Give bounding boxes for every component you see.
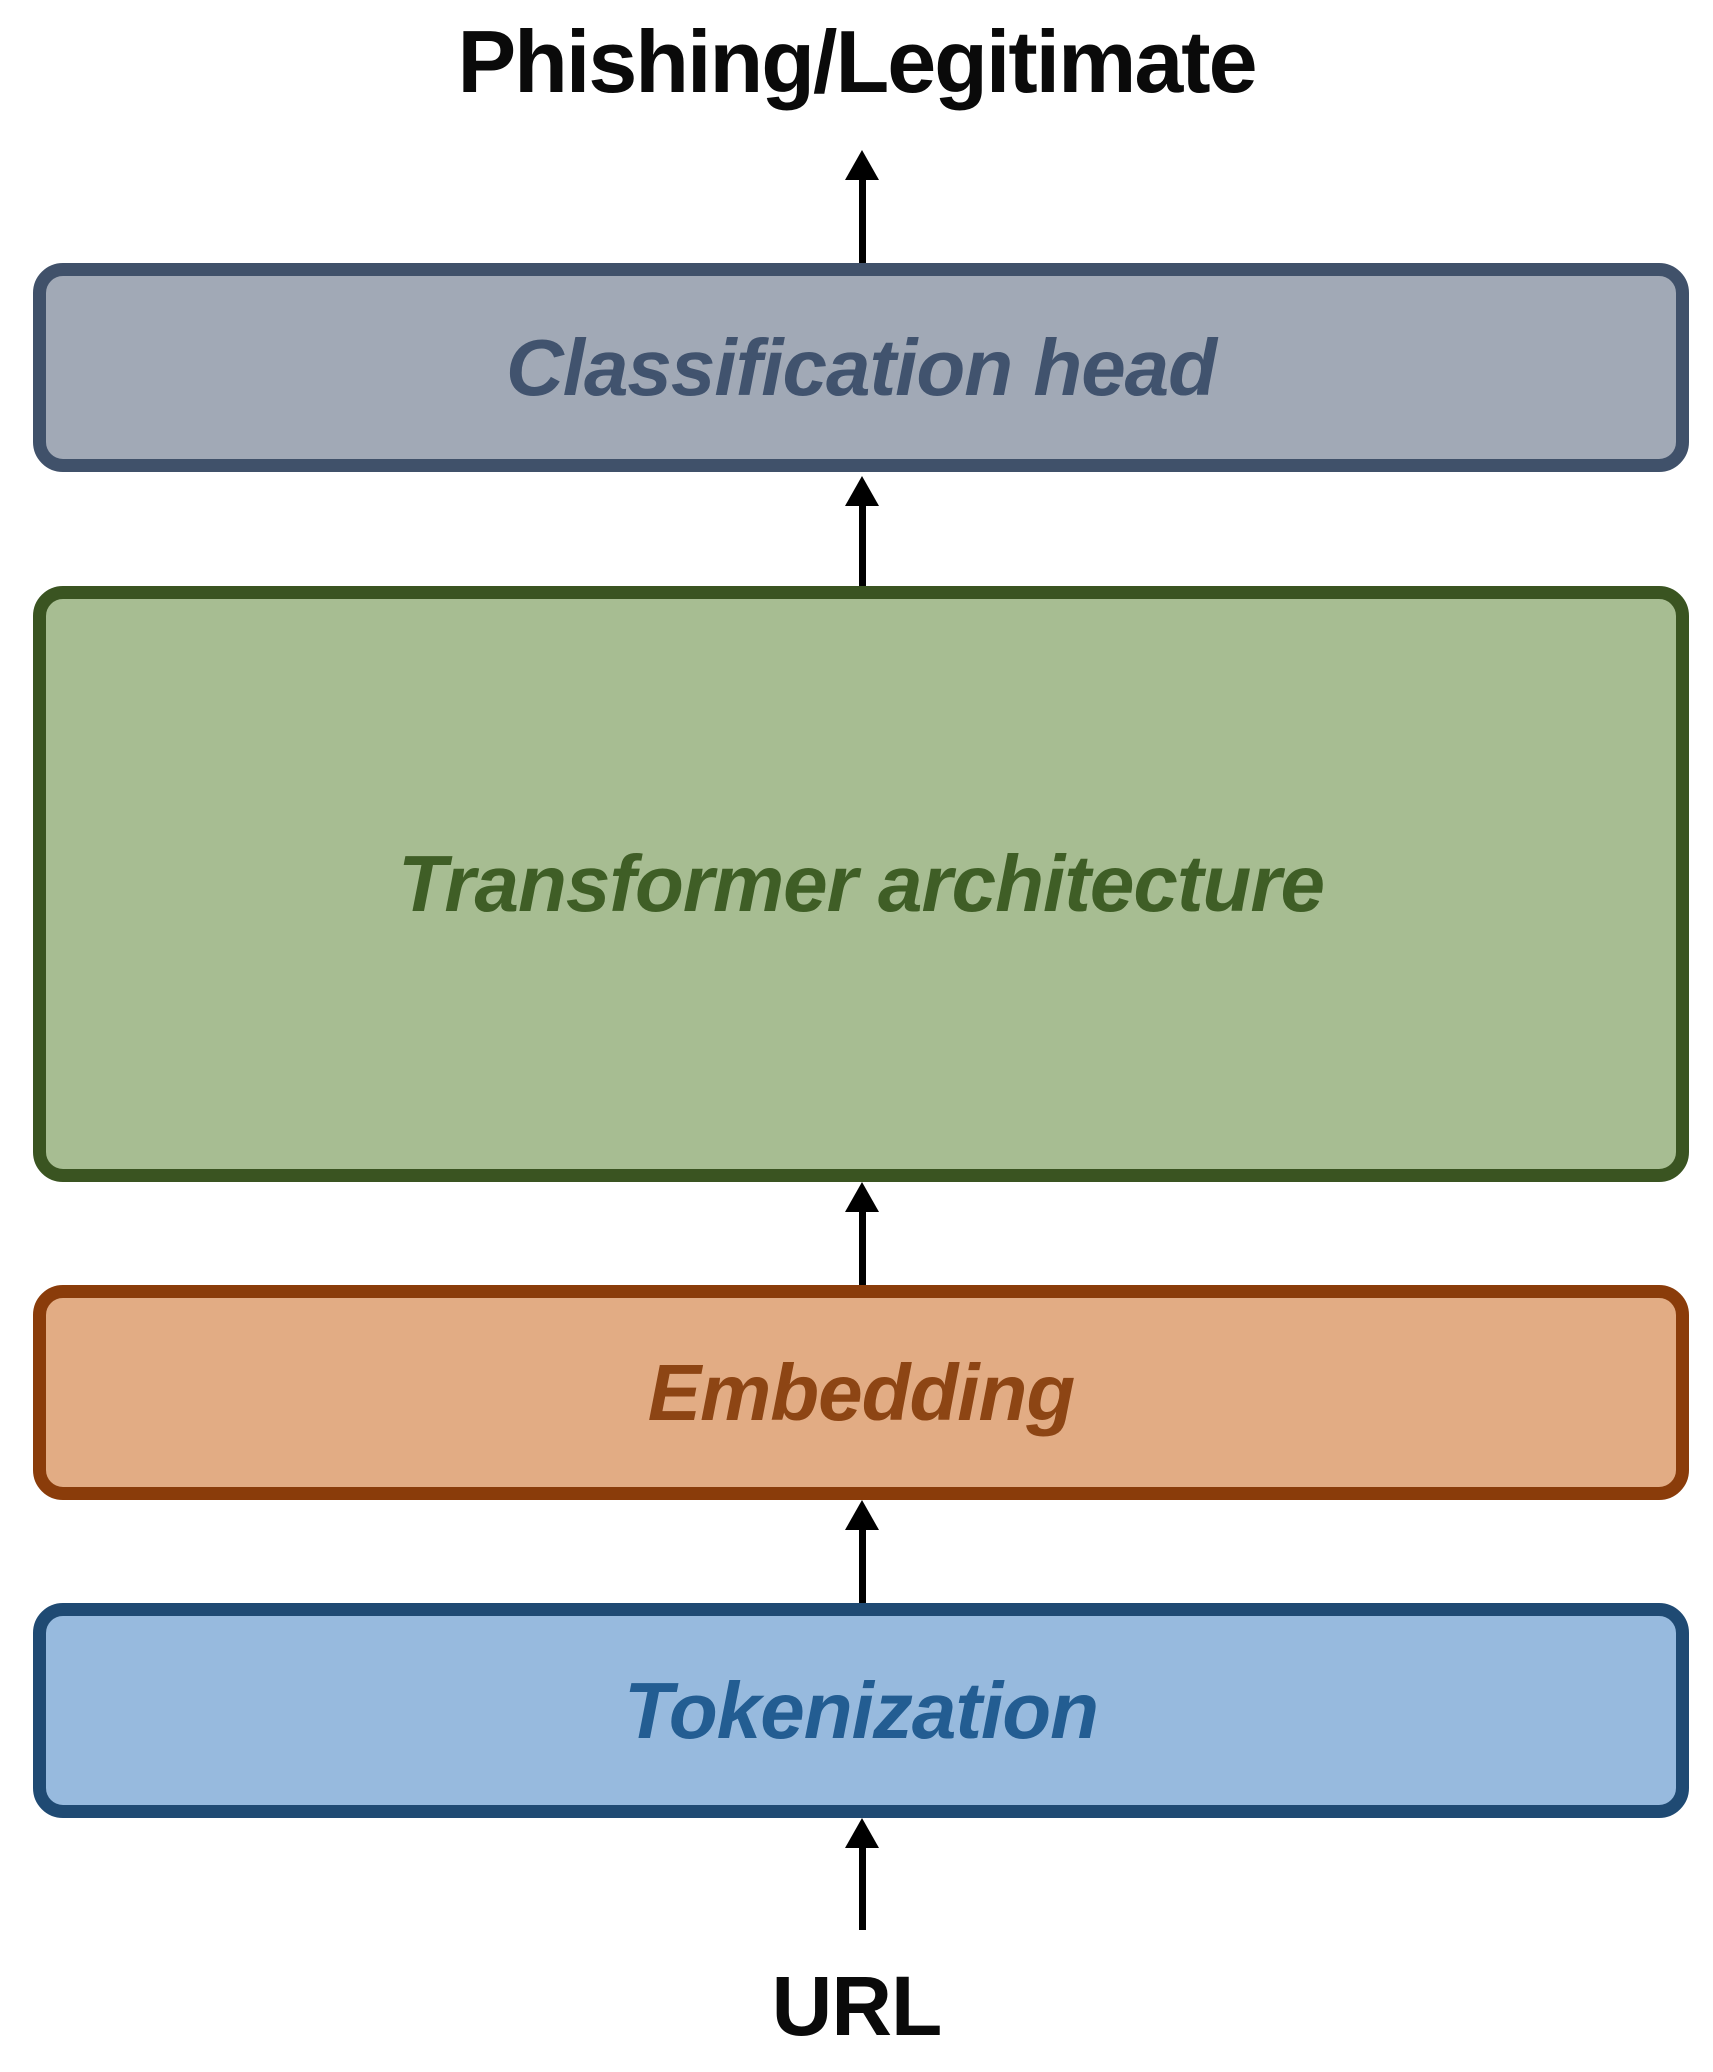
node-transformer-architecture: Transformer architecture <box>33 586 1689 1182</box>
arrow-head-icon <box>845 150 879 180</box>
node-tokenization: Tokenization <box>33 1603 1689 1818</box>
node-classification-head: Classification head <box>33 263 1689 472</box>
arrow-shaft <box>858 1848 866 1930</box>
arrow-classification-to-output-icon <box>845 150 879 263</box>
arrow-head-icon <box>845 1818 879 1848</box>
arrow-url-to-tokenization-icon <box>845 1818 879 1930</box>
arrow-shaft <box>858 1212 866 1285</box>
arrow-shaft <box>858 180 866 263</box>
arrow-embedding-to-transformer-icon <box>845 1182 879 1285</box>
arrow-tokenization-to-embedding-icon <box>845 1500 879 1603</box>
node-embedding: Embedding <box>33 1285 1689 1500</box>
arrow-transformer-to-classification-icon <box>845 476 879 586</box>
input-label: URL <box>771 1959 943 2053</box>
arrow-head-icon <box>845 1182 879 1212</box>
output-label: Phishing/Legitimate <box>457 12 1257 111</box>
node-tokenization-label: Tokenization <box>624 1665 1099 1755</box>
node-embedding-label: Embedding <box>647 1347 1076 1437</box>
arrow-head-icon <box>845 1500 879 1530</box>
node-transformer-architecture-label: Transformer architecture <box>398 839 1325 928</box>
arrow-shaft <box>858 506 866 586</box>
arrow-head-icon <box>845 476 879 506</box>
arrow-shaft <box>858 1530 866 1603</box>
node-classification-head-label: Classification head <box>505 322 1217 412</box>
